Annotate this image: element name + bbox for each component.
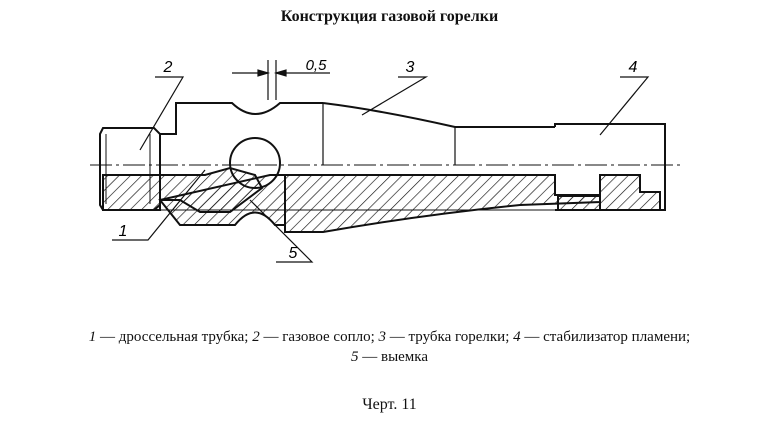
legend-num-5: 5 bbox=[350, 349, 359, 365]
legend-text-5: — выемка bbox=[358, 349, 429, 365]
figure-caption: Черт. 11 bbox=[362, 396, 417, 413]
callout-2: 2 bbox=[163, 59, 173, 76]
legend: 1 — дроссельная трубка; 2 — газовое сопл… bbox=[0, 327, 779, 367]
legend-text-4: — стабилизатор пламени; bbox=[520, 329, 691, 345]
legend-num-4: 4 bbox=[513, 329, 521, 345]
legend-text-1: — дроссельная трубка; bbox=[96, 329, 253, 345]
dimension-label: 0,5 bbox=[306, 57, 328, 74]
drawing-title: Конструкция газовой горелки bbox=[280, 8, 499, 25]
legend-num-3: 3 bbox=[378, 329, 387, 345]
callout-5: 5 bbox=[289, 245, 298, 262]
legend-num-1: 1 bbox=[88, 329, 97, 345]
throttle-tube-outline bbox=[160, 102, 323, 135]
burner-tube-outline bbox=[322, 102, 555, 128]
callouts bbox=[112, 76, 650, 263]
legend-line-2: 5 — выемка bbox=[0, 347, 779, 367]
burner-drawing: 2 3 4 1 5 0,5 bbox=[90, 57, 680, 263]
callout-1: 1 bbox=[119, 223, 128, 240]
burner-section bbox=[102, 166, 665, 233]
legend-line-1: 1 — дроссельная трубка; 2 — газовое сопл… bbox=[0, 327, 779, 347]
legend-num-2: 2 bbox=[252, 329, 260, 345]
callout-4: 4 bbox=[629, 59, 638, 76]
callout-3: 3 bbox=[406, 59, 415, 76]
legend-text-3: — трубка горелки; bbox=[386, 329, 514, 345]
legend-text-2: — газовое сопло; bbox=[259, 329, 379, 345]
dimension-0-5 bbox=[232, 60, 330, 100]
